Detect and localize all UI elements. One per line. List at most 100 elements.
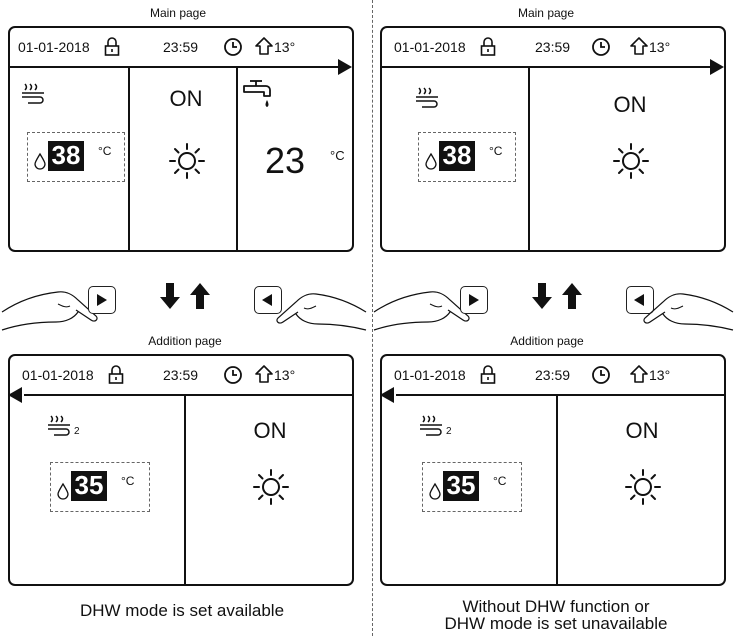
- prev-page-button[interactable]: [626, 286, 654, 314]
- status-bar: 01-01-2018 23:59 13°: [10, 28, 352, 68]
- prev-page-button[interactable]: [254, 286, 282, 314]
- page-indicator-line: [8, 66, 340, 68]
- left-arrow-icon: [262, 294, 272, 306]
- dhw-unit: °C: [330, 148, 345, 163]
- water-drop-icon: [425, 152, 437, 170]
- addition-page-screen-no-dhw: 01-01-2018 23:59 13° 2 35 °C ON: [380, 354, 726, 586]
- hand-icon: [643, 293, 734, 331]
- page-indicator-line: [380, 66, 712, 68]
- setpoint-box[interactable]: 35 °C: [50, 462, 150, 512]
- main-page-screen-no-dhw: 01-01-2018 23:59 13° 38 °C ON: [380, 26, 726, 252]
- date-label: 01-01-2018: [18, 39, 90, 55]
- clock-icon: [592, 38, 610, 56]
- water-drop-icon: [429, 482, 441, 500]
- setpoint-unit: °C: [98, 144, 112, 158]
- next-page-button[interactable]: [88, 286, 116, 314]
- right-arrow-icon: [710, 59, 724, 75]
- panel-divider: [184, 396, 186, 584]
- down-arrow-icon: [532, 283, 552, 309]
- up-arrow-icon: [562, 283, 582, 309]
- setpoint-value: 35: [443, 471, 479, 501]
- dhw-temperature: 23: [265, 140, 306, 181]
- setpoint-box[interactable]: 38 °C: [27, 132, 125, 182]
- panel-divider: [528, 68, 530, 250]
- home-arrow-icon: [630, 37, 648, 55]
- date-label: 01-01-2018: [394, 367, 466, 383]
- setpoint-unit: °C: [121, 474, 135, 488]
- hand-icon: [1, 291, 98, 331]
- outdoor-temp-label: 13°: [274, 39, 296, 55]
- status-bar: 01-01-2018 23:59 13°: [382, 356, 724, 396]
- setpoint-unit: °C: [489, 144, 503, 158]
- status-bar: 01-01-2018 23:59 13°: [10, 356, 352, 396]
- page-indicator-line: [396, 394, 726, 396]
- right-arrow-icon: [338, 59, 352, 75]
- clock-icon: [224, 38, 242, 56]
- addition-page-screen-dhw: 01-01-2018 23:59 13° 2 35 °C ON: [8, 354, 354, 586]
- next-page-button[interactable]: [460, 286, 488, 314]
- time-label: 23:59: [535, 39, 571, 55]
- heating-icon: [416, 87, 438, 108]
- setpoint-value: 38: [48, 141, 84, 171]
- left-arrow-icon: [8, 387, 22, 403]
- setpoint-value: 38: [439, 141, 475, 171]
- setpoint-unit: °C: [493, 474, 507, 488]
- heating-icon: [22, 83, 44, 104]
- outdoor-temp-label: 13°: [274, 367, 296, 383]
- clock-icon: [592, 366, 610, 384]
- date-label: 01-01-2018: [22, 367, 94, 383]
- sun-icon: [169, 143, 205, 179]
- left-arrow-icon: [380, 387, 394, 403]
- lock-icon: [104, 37, 120, 56]
- right-arrow-icon: [469, 294, 479, 306]
- water-drop-icon: [57, 482, 69, 500]
- setpoint-value: 35: [71, 471, 107, 501]
- power-status: ON: [625, 418, 659, 443]
- footer-caption-left: DHW mode is set available: [79, 601, 285, 620]
- main-page-screen-dhw: 01-01-2018 23:59 13° 38 °C ON: [8, 26, 354, 252]
- zone-number: 2: [446, 426, 452, 437]
- hand-icon: [373, 291, 470, 331]
- home-arrow-icon: [630, 365, 648, 383]
- outdoor-temp-label: 13°: [649, 367, 671, 383]
- sun-icon: [613, 143, 649, 179]
- clock-icon: [224, 366, 242, 384]
- date-label: 01-01-2018: [394, 39, 466, 55]
- footer-caption-right-line1: Without DHW function or: [462, 597, 650, 616]
- footer-caption-right-line2: DHW mode is set unavailable: [444, 614, 668, 633]
- hand-icon: [276, 293, 367, 331]
- power-status: ON: [613, 92, 647, 117]
- zone-number: 2: [74, 426, 80, 437]
- panel-divider: [236, 68, 238, 250]
- status-bar: 01-01-2018 23:59 13°: [382, 28, 724, 68]
- tap-icon: [243, 80, 271, 107]
- lock-icon: [480, 365, 496, 384]
- setpoint-box[interactable]: 35 °C: [422, 462, 522, 512]
- panel-divider: [128, 68, 130, 250]
- main-page-caption-right: Main page: [517, 6, 575, 20]
- time-label: 23:59: [163, 367, 199, 383]
- outdoor-temp-label: 13°: [649, 39, 671, 55]
- panel-divider: [556, 396, 558, 584]
- down-arrow-icon: [160, 283, 180, 309]
- heating-icon: [420, 415, 442, 436]
- power-status: ON: [253, 418, 287, 443]
- time-label: 23:59: [535, 367, 571, 383]
- setpoint-box[interactable]: 38 °C: [418, 132, 516, 182]
- water-drop-icon: [34, 152, 46, 170]
- home-arrow-icon: [255, 365, 273, 383]
- main-page-caption-left: Main page: [149, 6, 207, 20]
- right-arrow-icon: [97, 294, 107, 306]
- lock-icon: [480, 37, 496, 56]
- addition-page-caption-right: Addition page: [510, 334, 584, 348]
- lock-icon: [108, 365, 124, 384]
- time-label: 23:59: [163, 39, 199, 55]
- sun-icon: [625, 469, 661, 505]
- sun-icon: [253, 469, 289, 505]
- heating-icon: [48, 415, 70, 436]
- up-arrow-icon: [190, 283, 210, 309]
- center-divider: [372, 0, 373, 636]
- page-indicator-line: [24, 394, 354, 396]
- power-status: ON: [169, 86, 203, 111]
- left-arrow-icon: [634, 294, 644, 306]
